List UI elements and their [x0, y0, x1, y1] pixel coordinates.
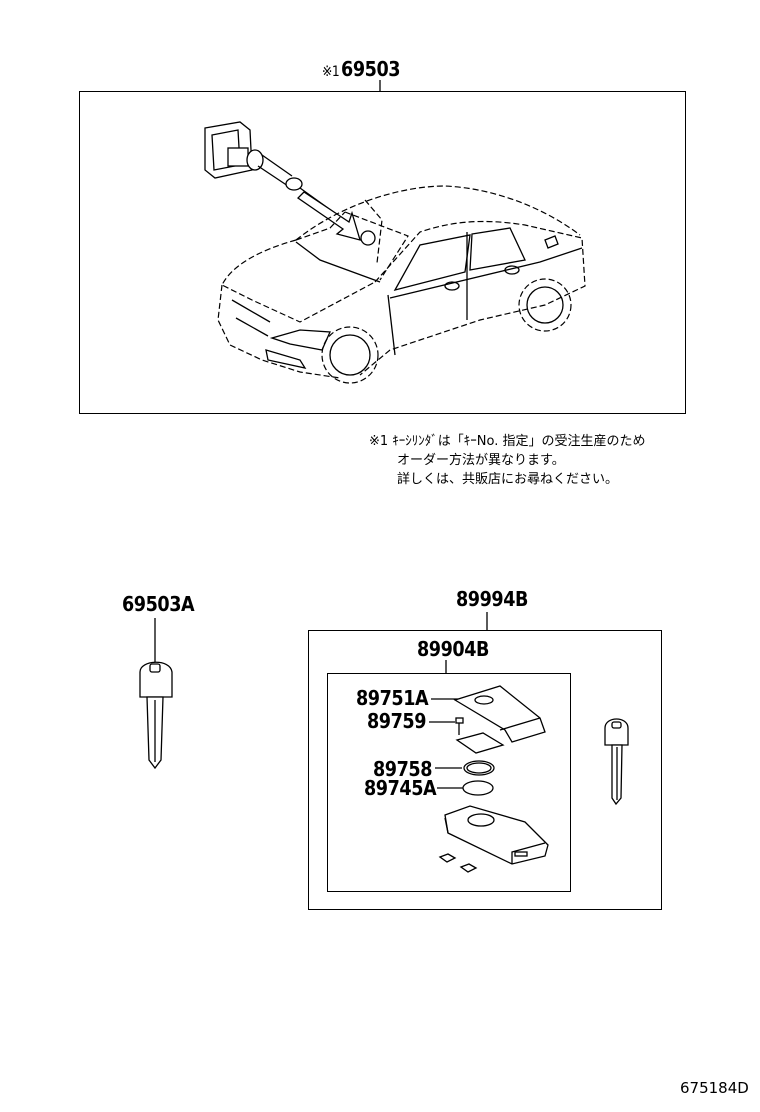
note-line-3: 詳しくは、共販店にお尋ねください。 [397, 472, 619, 487]
button-pad-icon [438, 853, 478, 873]
top-assembly-frame [79, 91, 686, 414]
part-label-89904B[interactable]: 89904B [417, 637, 490, 661]
battery-icon[interactable] [462, 780, 494, 796]
lock-cylinder-icon[interactable] [204, 121, 347, 222]
reference-mark: ※1 [322, 64, 340, 80]
part-label-69503[interactable]: ※169503 [322, 57, 401, 81]
key-assembly-frame [308, 630, 662, 910]
transmitter-sub-assembly-frame [327, 673, 571, 892]
part-label-89758[interactable]: 89758 [373, 757, 433, 781]
spare-key-icon[interactable] [604, 718, 629, 806]
key-fob-case-icon[interactable] [444, 805, 549, 865]
part-label-69503A[interactable]: 69503A [122, 592, 195, 616]
part-label-89759[interactable]: 89759 [367, 709, 427, 733]
cover-icon[interactable] [453, 685, 546, 743]
ordering-note: ※1 ｷｰｼﾘﾝﾀﾞは「ｷｰNo. 指定」の受注生産のため オーダー方法が異なり… [369, 432, 646, 489]
screw-icon[interactable] [455, 717, 505, 754]
part-label-89751A[interactable]: 89751A [356, 686, 429, 710]
note-line-2: オーダー方法が異なります。 [397, 453, 565, 468]
location-arrow-icon [296, 191, 376, 246]
diagram-id-code: 675184D [680, 1079, 749, 1097]
car-illustration [217, 185, 586, 384]
key-blank-icon[interactable] [139, 661, 173, 770]
part-label-89745A[interactable]: 89745A [364, 776, 437, 800]
part-label-89994B[interactable]: 89994B [456, 587, 529, 611]
note-line-1: ※1 ｷｰｼﾘﾝﾀﾞは「ｷｰNo. 指定」の受注生産のため [369, 434, 646, 449]
o-ring-icon[interactable] [463, 760, 495, 776]
